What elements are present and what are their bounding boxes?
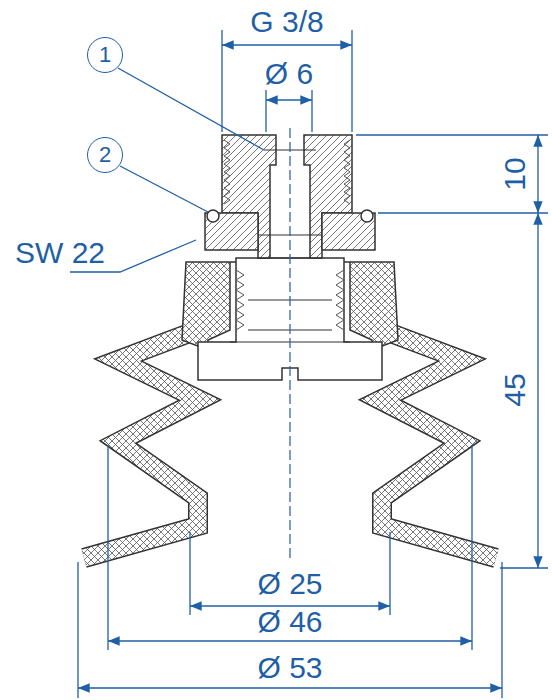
dimension-bore: Ø 6 xyxy=(265,59,313,89)
dimension-thread: G 3/8 xyxy=(250,7,323,37)
o-ring xyxy=(361,210,373,222)
dimension-diameter: Ø 25 xyxy=(257,569,322,599)
callout-circle: 2 xyxy=(87,137,123,173)
o-ring xyxy=(207,210,219,222)
callout-number: 1 xyxy=(99,44,111,66)
insert-edges xyxy=(230,300,350,342)
wrench-size: SW 22 xyxy=(15,238,105,268)
fitting-thread xyxy=(224,140,350,204)
dimension-height: 10 xyxy=(500,157,530,190)
dimension-lines xyxy=(78,30,548,698)
callout-number: 2 xyxy=(99,144,111,166)
centre-line xyxy=(289,128,290,560)
callout-circle: 1 xyxy=(87,37,123,73)
dimension-diameter: Ø 53 xyxy=(257,653,322,683)
dimension-diameter: Ø 46 xyxy=(257,607,322,637)
dimension-height: 45 xyxy=(500,373,530,406)
